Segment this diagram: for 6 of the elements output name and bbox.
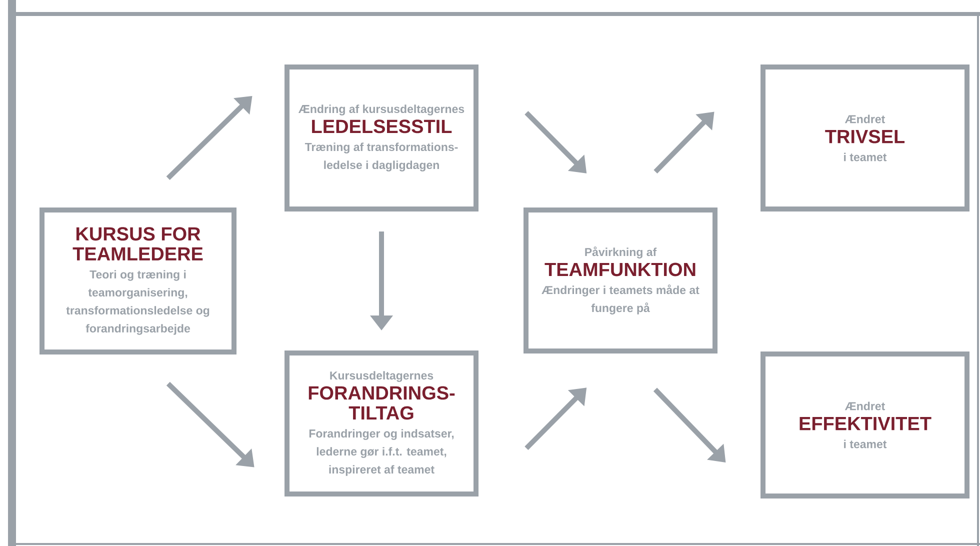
process-box: KURSUS FOR TEAMLEDERE Teori og træning i teamorganisering, transformationsledelse og forandringsarbejde	[40, 208, 236, 354]
process-box: Ændring af kursusdeltagernes LEDELSESSTIL Træning af transformations- ledelse i dagligdagen	[284, 64, 478, 212]
process-box: Ændret EFFEKTIVITET i teamet	[760, 352, 970, 498]
process-box: Påvirkning af TEAMFUNKTION Ændringer i teamets måde at fungere på	[524, 208, 718, 354]
process-box: Ændret TRIVSEL i teamet	[760, 64, 970, 212]
process-box: Kursusdeltagernes FORANDRINGS- TILTAG Forandringer og indsatser, lederne gør i.f.t. teamet, inspireret af teamet	[284, 350, 478, 496]
